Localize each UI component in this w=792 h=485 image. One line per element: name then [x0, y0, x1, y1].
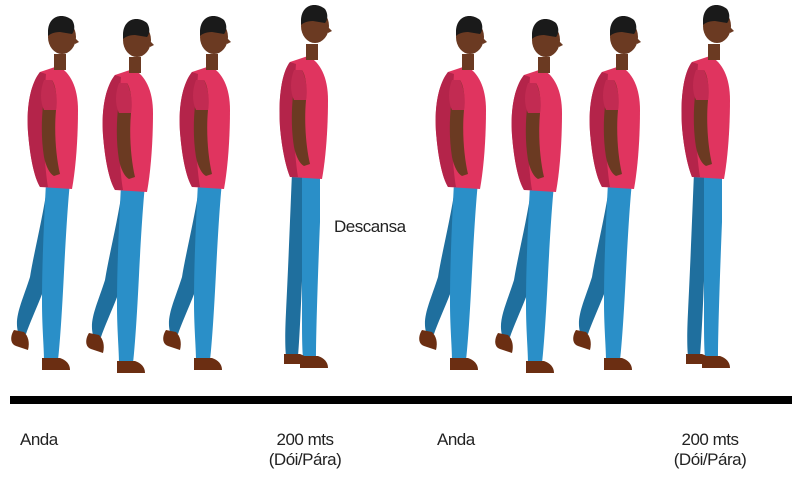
group-2-figures: [419, 5, 734, 373]
stop-distance-1: 200 mts: [255, 430, 355, 450]
walking-figure: [419, 16, 487, 370]
standing-figure: [279, 5, 332, 368]
rest-label: Descansa: [334, 217, 406, 237]
ground-line: [10, 396, 792, 404]
stop-distance-2: 200 mts: [660, 430, 760, 450]
stop-reason-2: (Dói/Pára): [660, 450, 760, 470]
group-1-figures: [11, 5, 332, 373]
walking-figure: [495, 19, 563, 373]
walking-figure: [86, 19, 154, 373]
standing-figure: [681, 5, 734, 368]
walking-figure: [11, 16, 79, 370]
walk-label-2: Anda: [437, 430, 475, 450]
stop-label-2: 200 mts (Dói/Pára): [660, 430, 760, 470]
walking-figure: [573, 16, 641, 370]
stop-label-1: 200 mts (Dói/Pára): [255, 430, 355, 470]
walk-label-1: Anda: [20, 430, 58, 450]
walking-figure: [163, 16, 231, 370]
stop-reason-1: (Dói/Pára): [255, 450, 355, 470]
